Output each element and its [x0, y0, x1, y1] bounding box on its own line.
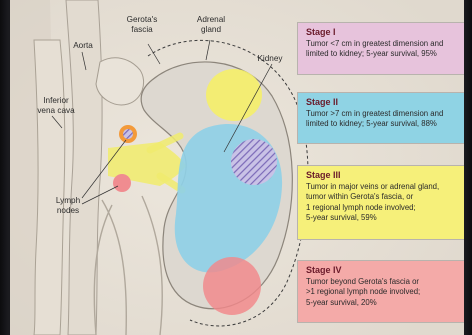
stage-description: Tumor in major veins or adrenal gland, t… [306, 182, 464, 223]
label-gerotas-fascia: Gerota's fascia [118, 15, 166, 35]
stage-title: Stage II [306, 97, 464, 108]
stage1-tumor [206, 69, 262, 121]
label-aorta: Aorta [66, 41, 100, 51]
stage-title: Stage IV [306, 265, 464, 276]
stage-description: Tumor <7 cm in greatest dimension and li… [306, 39, 464, 60]
stage4-tumor [203, 257, 261, 315]
stage-box-2: Stage II Tumor >7 cm in greatest dimensi… [297, 92, 464, 144]
label-inferior-vena-cava: Inferior vena cava [28, 96, 84, 116]
label-kidney: Kidney [250, 54, 290, 64]
stage-box-4: Stage IV Tumor beyond Gerota's fascia or… [297, 260, 464, 323]
stage-description: Tumor >7 cm in greatest dimension and li… [306, 109, 464, 130]
stage-title: Stage I [306, 27, 464, 38]
label-adrenal-gland: Adrenal gland [188, 15, 234, 35]
lymph-node-pink [113, 174, 131, 192]
vena-cava-vessel [34, 40, 65, 335]
stage-box-1: Stage I Tumor <7 cm in greatest dimensio… [297, 22, 464, 75]
stage-description: Tumor beyond Gerota's fascia or >1 regio… [306, 277, 464, 308]
lymph-node-orange-inner [123, 129, 133, 139]
stage3-hatched-tumor [231, 139, 277, 185]
stage-title: Stage III [306, 170, 464, 181]
stage-box-3: Stage III Tumor in major veins or adrena… [297, 165, 464, 240]
figure-panel: Gerota's fascia Adrenal gland Aorta Kidn… [10, 0, 464, 335]
label-lymph-nodes: Lymph nodes [48, 196, 88, 216]
